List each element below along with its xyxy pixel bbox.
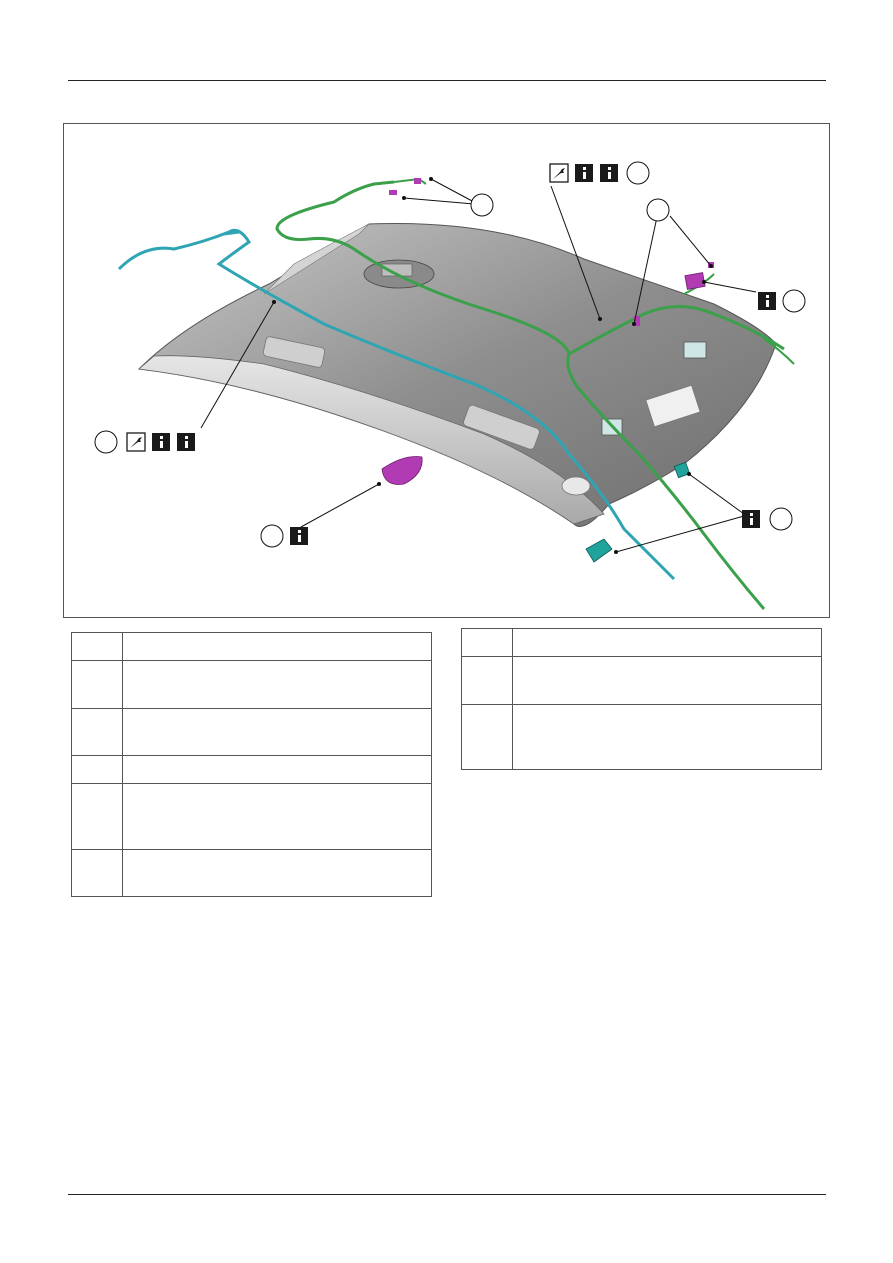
legend-number — [71, 755, 123, 784]
leader-lines — [200, 178, 757, 553]
table-row — [461, 656, 822, 705]
legend-number — [71, 632, 123, 661]
diagram-svg — [94, 161, 806, 610]
footer-rule — [68, 1194, 826, 1195]
table-row — [71, 660, 432, 709]
teal-connector-b — [673, 461, 691, 479]
table-row — [461, 704, 822, 770]
legend-number — [71, 708, 123, 756]
table-row — [71, 849, 432, 897]
legend-description — [512, 628, 822, 657]
legend-number — [71, 849, 123, 897]
legend-description — [512, 704, 822, 770]
callout-right — [758, 289, 806, 313]
headliner-exploded-diagram — [63, 123, 830, 618]
green-harness — [275, 180, 766, 610]
magenta-module — [684, 272, 706, 290]
legend-number — [71, 783, 123, 850]
table-row — [71, 755, 432, 784]
table-row — [71, 783, 432, 850]
table-row — [461, 628, 822, 657]
teal-connector-a — [585, 538, 613, 563]
callout-left — [94, 430, 195, 454]
table-row — [71, 708, 432, 756]
magenta-dome-lamp — [381, 456, 423, 485]
legend-number — [461, 704, 513, 770]
callout-top-right — [549, 161, 650, 185]
table-row — [71, 632, 432, 661]
callout-bottom-right — [742, 507, 793, 531]
legend-description — [122, 783, 432, 850]
callout-bottom-left — [260, 524, 308, 548]
header-rule — [68, 80, 826, 81]
legend-description — [122, 632, 432, 661]
legend-description — [122, 708, 432, 756]
callout-circle — [470, 193, 494, 217]
cyan-harness — [117, 228, 676, 581]
legend-table-right — [461, 628, 822, 770]
legend-number — [461, 656, 513, 705]
legend-description — [122, 755, 432, 784]
legend-table-left — [71, 632, 432, 897]
legend-number — [461, 628, 513, 657]
callout-circle — [646, 198, 670, 222]
legend-number — [71, 660, 123, 709]
legend-description — [122, 660, 432, 709]
legend-description — [512, 656, 822, 705]
legend-description — [122, 849, 432, 897]
